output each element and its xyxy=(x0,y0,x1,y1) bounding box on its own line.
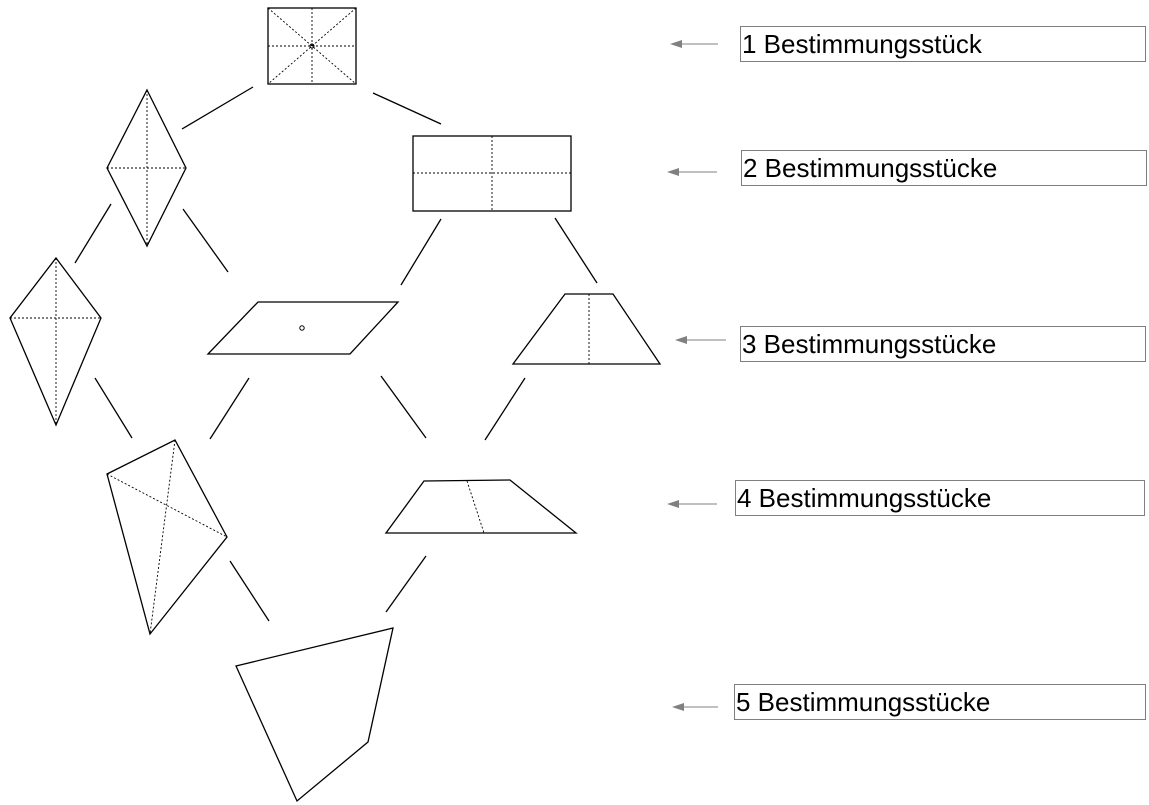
rhombus-icon xyxy=(106,88,187,248)
level-label-5: 5 Bestimmungsstücke xyxy=(734,684,1146,720)
trapezoid-icon xyxy=(384,479,578,534)
arrow-icon xyxy=(667,168,717,176)
level-label-3: 3 Bestimmungsstücke xyxy=(740,326,1146,362)
kite-icon xyxy=(9,256,102,427)
square-icon xyxy=(267,7,357,85)
level-label-4: 4 Bestimmungsstücke xyxy=(735,480,1145,516)
parallelogram-icon xyxy=(206,301,400,355)
general-quadrilateral-icon xyxy=(235,627,394,803)
level-label-2: 2 Bestimmungsstücke xyxy=(741,150,1147,186)
level-label-1: 1 Bestimmungsstück xyxy=(740,26,1146,62)
arrow-icon xyxy=(667,500,717,508)
arrow-icon xyxy=(675,336,726,344)
arrow-icon xyxy=(670,40,718,48)
isosceles-trapezoid-icon xyxy=(511,293,662,365)
quadrilateral-with-diagonals-icon xyxy=(106,439,228,636)
connector-lines xyxy=(74,86,598,622)
arrow-icon xyxy=(672,703,718,711)
rectangle-icon xyxy=(412,135,572,212)
